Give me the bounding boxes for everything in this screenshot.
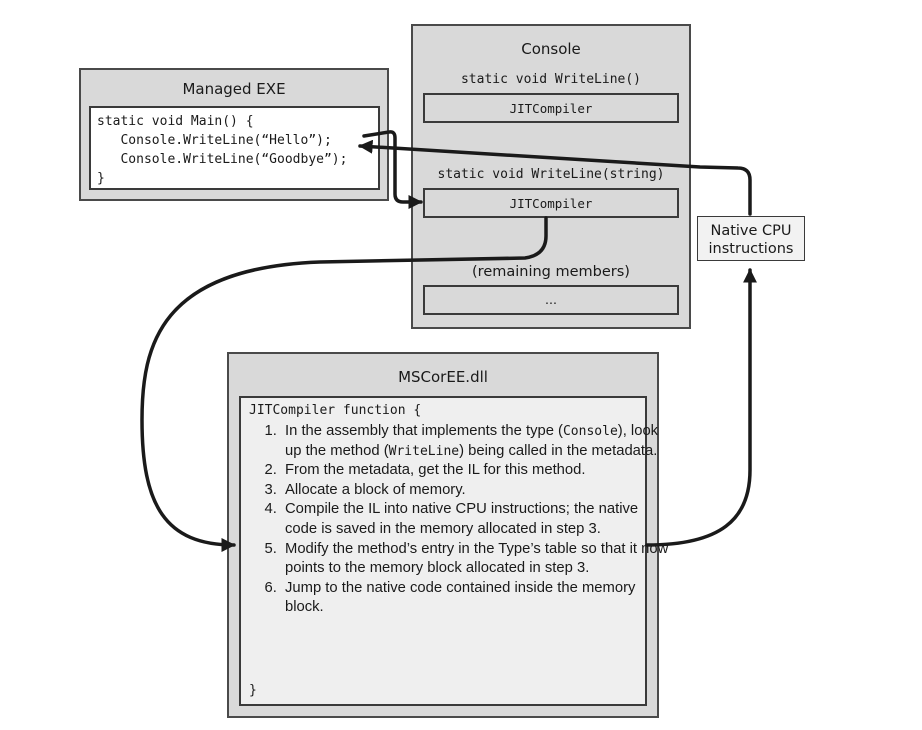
jit-function-close: } xyxy=(249,683,257,698)
jit-step-3: Allocate a block of memory. xyxy=(281,481,669,501)
jit-step-2: From the metadata, get the IL for this m… xyxy=(281,461,669,481)
jit-function-box: JITCompiler function { In the assembly t… xyxy=(239,396,668,706)
writeline-string-jit-stub: JITCompiler xyxy=(423,188,679,218)
managed-exe-title: Managed EXE xyxy=(182,80,286,98)
jit-function-open: JITCompiler function { xyxy=(249,403,422,418)
code-line-hello: Console.WriteLine(“Hello”); xyxy=(97,133,332,148)
console-title: Console xyxy=(521,40,581,58)
code-line-main: static void Main() { xyxy=(97,114,254,129)
arrow-native-to-call xyxy=(358,139,752,216)
remaining-members-label: (remaining members) xyxy=(472,264,630,280)
writeline-jit-stub: JITCompiler xyxy=(423,93,679,123)
writeline-string-signature: static void WriteLine(string) xyxy=(437,167,665,182)
jit-step-5: Modify the method’s entry in the Type’s … xyxy=(281,540,669,579)
remaining-members-box: ... xyxy=(423,285,679,315)
remaining-ellipsis: ... xyxy=(545,292,557,307)
mscoree-title: MSCorEE.dll xyxy=(398,368,488,386)
jit-steps-list: In the assembly that implements the type… xyxy=(255,422,669,618)
native-cpu-instructions-box: Native CPU instructions xyxy=(697,216,805,261)
managed-exe-code-box: static void Main() { Console.WriteLine(“… xyxy=(89,106,380,190)
arrow-call-to-jit-stub xyxy=(362,130,423,209)
jit-stub-label-2: JITCompiler xyxy=(509,196,593,211)
jit-step-4: Compile the IL into native CPU instructi… xyxy=(281,500,669,539)
arrow-jitcompiler-to-native xyxy=(645,268,757,547)
managed-exe-panel: Managed EXE static void Main() { Console… xyxy=(79,68,389,201)
code-line-close-brace: } xyxy=(97,171,105,186)
native-line-2: instructions xyxy=(708,241,794,257)
console-panel: Console static void WriteLine() JITCompi… xyxy=(411,24,691,329)
mscoree-panel: MSCorEE.dll JITCompiler function { In th… xyxy=(227,352,668,718)
jit-stub-label-1: JITCompiler xyxy=(509,101,593,116)
arrow-stub-to-jitcompiler xyxy=(140,216,548,552)
code-line-goodbye: Console.WriteLine(“Goodbye”); xyxy=(97,152,348,167)
native-line-1: Native CPU xyxy=(710,223,792,239)
jit-step-6: Jump to the native code contained inside… xyxy=(281,579,669,618)
jit-step-1: In the assembly that implements the type… xyxy=(281,422,669,461)
writeline-signature: static void WriteLine() xyxy=(460,72,641,87)
